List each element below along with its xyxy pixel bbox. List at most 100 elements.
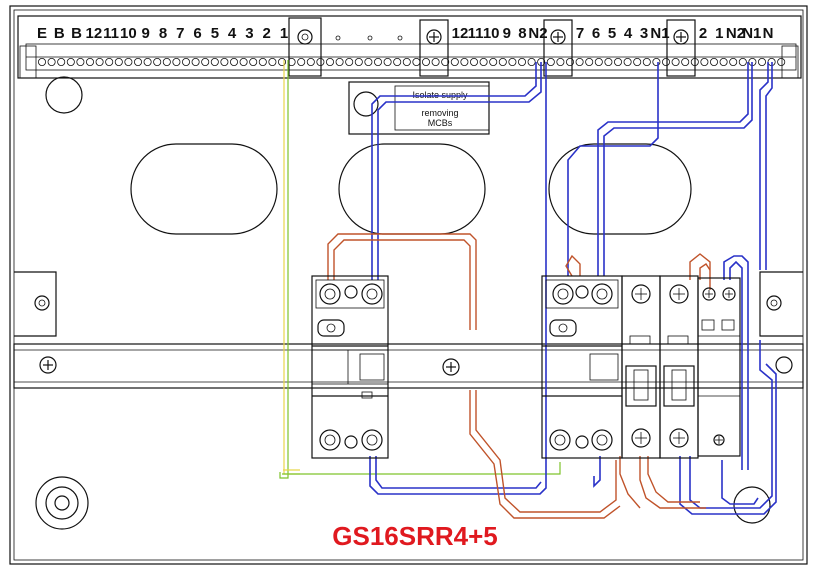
terminal-screw bbox=[114, 58, 123, 67]
terminal-screw bbox=[354, 58, 363, 67]
terminal-screw bbox=[162, 58, 171, 67]
terminal-screw bbox=[633, 58, 642, 67]
terminal-screw bbox=[201, 58, 210, 67]
terminal-screw bbox=[258, 58, 267, 67]
terminal-screw bbox=[95, 58, 104, 67]
terminal-screw bbox=[738, 58, 747, 67]
terminal-screw bbox=[566, 58, 575, 67]
terminal-screw bbox=[133, 58, 142, 67]
terminal-screw bbox=[777, 58, 786, 67]
terminal-screw bbox=[172, 58, 181, 67]
terminal-screw bbox=[220, 58, 229, 67]
terminal-screw bbox=[210, 58, 219, 67]
terminal-screw bbox=[86, 58, 95, 67]
knockout-holes bbox=[130, 143, 692, 235]
terminal-screw bbox=[335, 58, 344, 67]
warning-line-1: Isolate supply bbox=[412, 90, 468, 100]
terminal-screw bbox=[153, 58, 162, 67]
terminal-screw bbox=[249, 58, 258, 67]
terminal-screw bbox=[57, 58, 66, 67]
terminal-label: 2 bbox=[699, 25, 707, 42]
terminal-screw bbox=[124, 58, 133, 67]
terminal-label: N2 bbox=[528, 25, 547, 42]
terminal-screw bbox=[383, 58, 392, 67]
terminal-screw bbox=[450, 58, 459, 67]
terminal-label: 3 bbox=[245, 25, 253, 42]
terminal-screw bbox=[652, 58, 661, 67]
terminal-screw bbox=[239, 58, 248, 67]
terminal-label: 2 bbox=[263, 25, 271, 42]
mcb-2 bbox=[659, 275, 699, 459]
terminal-screw bbox=[191, 58, 200, 67]
terminal-screw bbox=[325, 58, 334, 67]
wiring bbox=[279, 60, 777, 519]
terminal-screw bbox=[268, 58, 277, 67]
terminal-screw bbox=[229, 58, 238, 67]
terminal-screw bbox=[47, 58, 56, 67]
diagram-title: GS16SRR4+5 bbox=[332, 521, 497, 551]
terminal-screw bbox=[143, 58, 152, 67]
terminal-screw bbox=[642, 58, 651, 67]
warning-label: Isolate supply removing MCBs bbox=[348, 81, 490, 135]
warning-line-3: MCBs bbox=[428, 118, 453, 128]
side-rails bbox=[14, 271, 803, 337]
rcd-right bbox=[541, 275, 623, 459]
terminal-screw bbox=[594, 58, 603, 67]
terminal-screw bbox=[421, 58, 430, 67]
mcb-1 bbox=[621, 275, 661, 459]
terminal-label: 1 bbox=[280, 25, 288, 42]
terminal-screw bbox=[575, 58, 584, 67]
terminal-screw bbox=[316, 58, 325, 67]
terminal-screw bbox=[306, 58, 315, 67]
terminal-label: 11 bbox=[468, 25, 484, 42]
grommets bbox=[35, 76, 771, 530]
warning-line-2: removing bbox=[421, 108, 458, 118]
surge-device bbox=[697, 277, 741, 457]
terminal-label: N bbox=[763, 25, 774, 42]
terminal-label: B bbox=[71, 25, 82, 42]
terminal-screw bbox=[662, 58, 671, 67]
terminal-screw bbox=[719, 58, 728, 67]
terminal-label: 8 bbox=[518, 25, 526, 42]
rcd-left bbox=[311, 275, 389, 459]
terminal-label: 7 bbox=[176, 25, 184, 42]
terminal-label: 7 bbox=[576, 25, 584, 42]
terminal-label: 9 bbox=[503, 25, 511, 42]
terminal-label: 9 bbox=[142, 25, 150, 42]
terminal-label: 4 bbox=[228, 25, 237, 42]
terminal-label: N1 bbox=[650, 25, 669, 42]
terminal-screw bbox=[441, 58, 450, 67]
terminal-screw bbox=[412, 58, 421, 67]
terminal-screw bbox=[345, 58, 354, 67]
terminal-label: 5 bbox=[211, 25, 219, 42]
terminal-screw bbox=[460, 58, 469, 67]
terminal-label: 12 bbox=[86, 25, 103, 42]
terminal-screw bbox=[758, 58, 767, 67]
terminal-screw bbox=[181, 58, 190, 67]
din-rail bbox=[13, 343, 804, 389]
terminal-screw bbox=[556, 58, 565, 67]
terminal-screw bbox=[604, 58, 613, 67]
terminal-screw bbox=[373, 58, 382, 67]
terminal-screw bbox=[277, 58, 286, 67]
terminal-label: 6 bbox=[592, 25, 600, 42]
terminal-screw bbox=[729, 58, 738, 67]
terminal-screw bbox=[671, 58, 680, 67]
terminal-screw bbox=[546, 58, 555, 67]
terminal-screw bbox=[431, 58, 440, 67]
terminal-screw bbox=[393, 58, 402, 67]
terminal-screw bbox=[105, 58, 114, 67]
terminal-screw bbox=[364, 58, 373, 67]
terminal-screw bbox=[469, 58, 478, 67]
terminal-screw bbox=[38, 58, 47, 67]
terminal-screw bbox=[489, 58, 498, 67]
terminal-label: 10 bbox=[483, 25, 500, 42]
terminal-label: E bbox=[37, 25, 47, 42]
terminal-label: B bbox=[54, 25, 65, 42]
terminal-label: N1 bbox=[742, 25, 761, 42]
terminal-screw bbox=[402, 58, 411, 67]
terminal-label: 8 bbox=[159, 25, 167, 42]
terminal-screw bbox=[76, 58, 85, 67]
